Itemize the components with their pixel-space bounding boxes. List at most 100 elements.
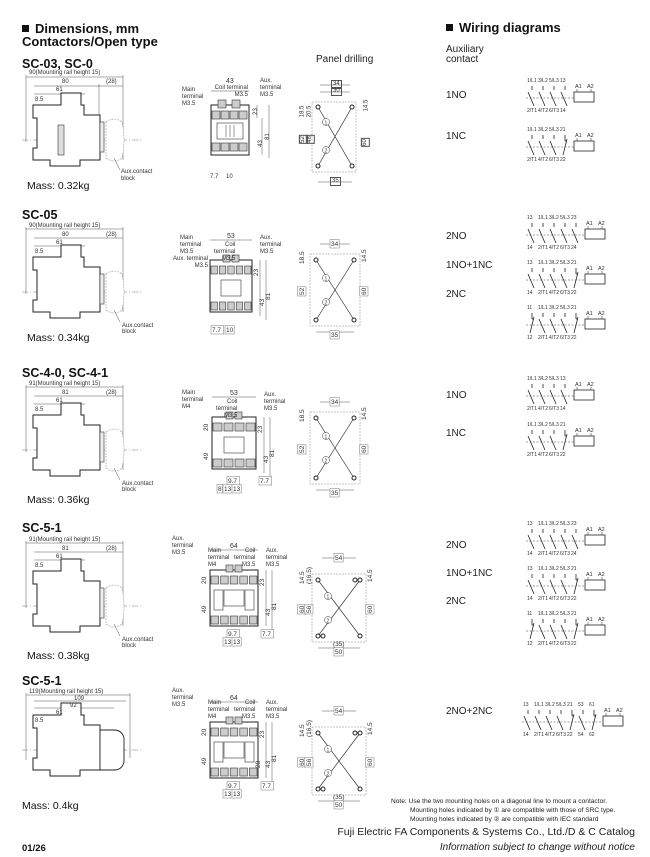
svg-text:A1: A1 [586, 527, 593, 533]
svg-text:3/L2: 3/L2 [549, 566, 559, 572]
svg-text:9.7: 9.7 [228, 631, 237, 638]
model-title: SC-4-0, SC-4-1 [22, 366, 109, 380]
svg-text:3/L2: 3/L2 [538, 78, 548, 84]
svg-text:2/T1: 2/T1 [538, 596, 548, 602]
svg-text:1/L1: 1/L1 [527, 422, 537, 428]
svg-text:22: 22 [571, 641, 577, 647]
panel-drilling-label: Panel drilling [316, 54, 374, 65]
dim-18-5: 18.5 [299, 105, 306, 118]
svg-text:90(Mounting rail height 15): 90(Mounting rail height 15) [29, 223, 100, 229]
dim-10: 10 [226, 174, 233, 180]
svg-text:1/L1: 1/L1 [527, 127, 537, 133]
svg-text:62: 62 [589, 732, 595, 738]
svg-text:81: 81 [271, 754, 278, 762]
svg-text:49: 49 [203, 452, 210, 460]
svg-text:14: 14 [523, 732, 529, 738]
svg-text:60: 60 [299, 758, 306, 766]
svg-text:2/T1: 2/T1 [538, 641, 548, 647]
svg-text:43: 43 [265, 608, 272, 616]
svg-text:53: 53 [230, 390, 238, 397]
wiring-title: Wiring diagrams [446, 21, 561, 35]
svg-text:5/L3: 5/L3 [560, 215, 570, 221]
svg-text:14: 14 [527, 245, 533, 251]
svg-text:4/T2: 4/T2 [538, 108, 548, 114]
svg-text:20: 20 [201, 728, 208, 736]
svg-text:1/L1: 1/L1 [527, 78, 537, 84]
svg-text:(28): (28) [106, 546, 117, 552]
dim-60: 60 [360, 138, 370, 147]
svg-text:4/T2: 4/T2 [549, 245, 559, 251]
svg-text:6/T3: 6/T3 [560, 596, 570, 602]
svg-text:2/T1: 2/T1 [538, 245, 548, 251]
svg-text:2/T1: 2/T1 [538, 290, 548, 296]
model-title: SC-03, SC-0 [22, 57, 93, 71]
mounting-note: Note: Use the two mounting holes on a di… [391, 798, 616, 823]
svg-text:80: 80 [62, 232, 69, 238]
svg-text:1: 1 [325, 435, 328, 441]
svg-text:20: 20 [203, 423, 210, 431]
svg-text:8.5: 8.5 [35, 718, 44, 724]
svg-text:13: 13 [224, 639, 232, 646]
rail-dim: 90(Mounting rail height 15) [29, 70, 101, 76]
svg-text:24: 24 [571, 245, 577, 251]
svg-text:3/L2: 3/L2 [549, 611, 559, 617]
dimensions-subtitle: Contactors/Open type [22, 34, 158, 49]
side-view-svg: 91(Mounting rail height 15) 81 (28) 61 8… [22, 537, 154, 649]
svg-text:49: 49 [201, 757, 208, 765]
svg-text:2/T1: 2/T1 [527, 108, 537, 114]
panel-drilling-drawing: 1 2 34 30 18.5 20.5 52 48 14.5 60 35 [298, 80, 388, 190]
svg-text:A1: A1 [575, 428, 582, 434]
dim-61: 61 [56, 87, 63, 93]
svg-text:22: 22 [567, 732, 573, 738]
svg-text:1/L1: 1/L1 [527, 376, 537, 382]
svg-text:23: 23 [571, 215, 577, 221]
svg-text:14: 14 [527, 596, 533, 602]
svg-text:14: 14 [527, 290, 533, 296]
svg-text:22: 22 [571, 290, 577, 296]
svg-text:4/T2: 4/T2 [545, 732, 555, 738]
svg-text:81: 81 [269, 449, 276, 457]
svg-text:A2: A2 [616, 708, 623, 714]
svg-text:A2: A2 [598, 617, 605, 623]
svg-text:13: 13 [527, 260, 533, 266]
svg-text:8: 8 [218, 486, 222, 493]
svg-text:43: 43 [259, 298, 266, 306]
svg-text:6/T3: 6/T3 [549, 108, 559, 114]
svg-text:4/T2: 4/T2 [549, 596, 559, 602]
svg-text:1/L1: 1/L1 [538, 611, 548, 617]
svg-text:14: 14 [560, 108, 566, 114]
svg-text:3/L2: 3/L2 [538, 376, 548, 382]
svg-text:13: 13 [560, 376, 566, 382]
footer-disclaimer: Information subject to change without no… [439, 842, 635, 853]
svg-text:A1: A1 [575, 133, 582, 139]
bullet-square-icon [22, 25, 29, 32]
svg-text:13: 13 [224, 486, 232, 493]
svg-text:5/L3: 5/L3 [549, 376, 559, 382]
svg-text:13: 13 [527, 566, 533, 572]
svg-text:3/L2: 3/L2 [538, 422, 548, 428]
svg-text:52: 52 [299, 445, 306, 453]
svg-text:A1: A1 [586, 221, 593, 227]
wiring-label: 2NO [446, 231, 467, 242]
side-view-svg: 91(Mounting rail height 15) 81 (28) 61 8… [22, 381, 154, 493]
svg-text:A2: A2 [587, 382, 594, 388]
svg-text:A2: A2 [598, 572, 605, 578]
svg-text:4/T2: 4/T2 [549, 290, 559, 296]
svg-text:4/T2: 4/T2 [549, 551, 559, 557]
svg-text:60: 60 [367, 605, 374, 613]
svg-text:50: 50 [335, 802, 343, 809]
svg-text:2/T1: 2/T1 [538, 335, 548, 341]
panel-drilling-svg: 1 2 54 14.5 (16.5) 60 56 14.5 60 (35) 50 [297, 553, 375, 657]
svg-text:6/T3: 6/T3 [560, 245, 570, 251]
svg-text:14.5: 14.5 [367, 722, 374, 735]
